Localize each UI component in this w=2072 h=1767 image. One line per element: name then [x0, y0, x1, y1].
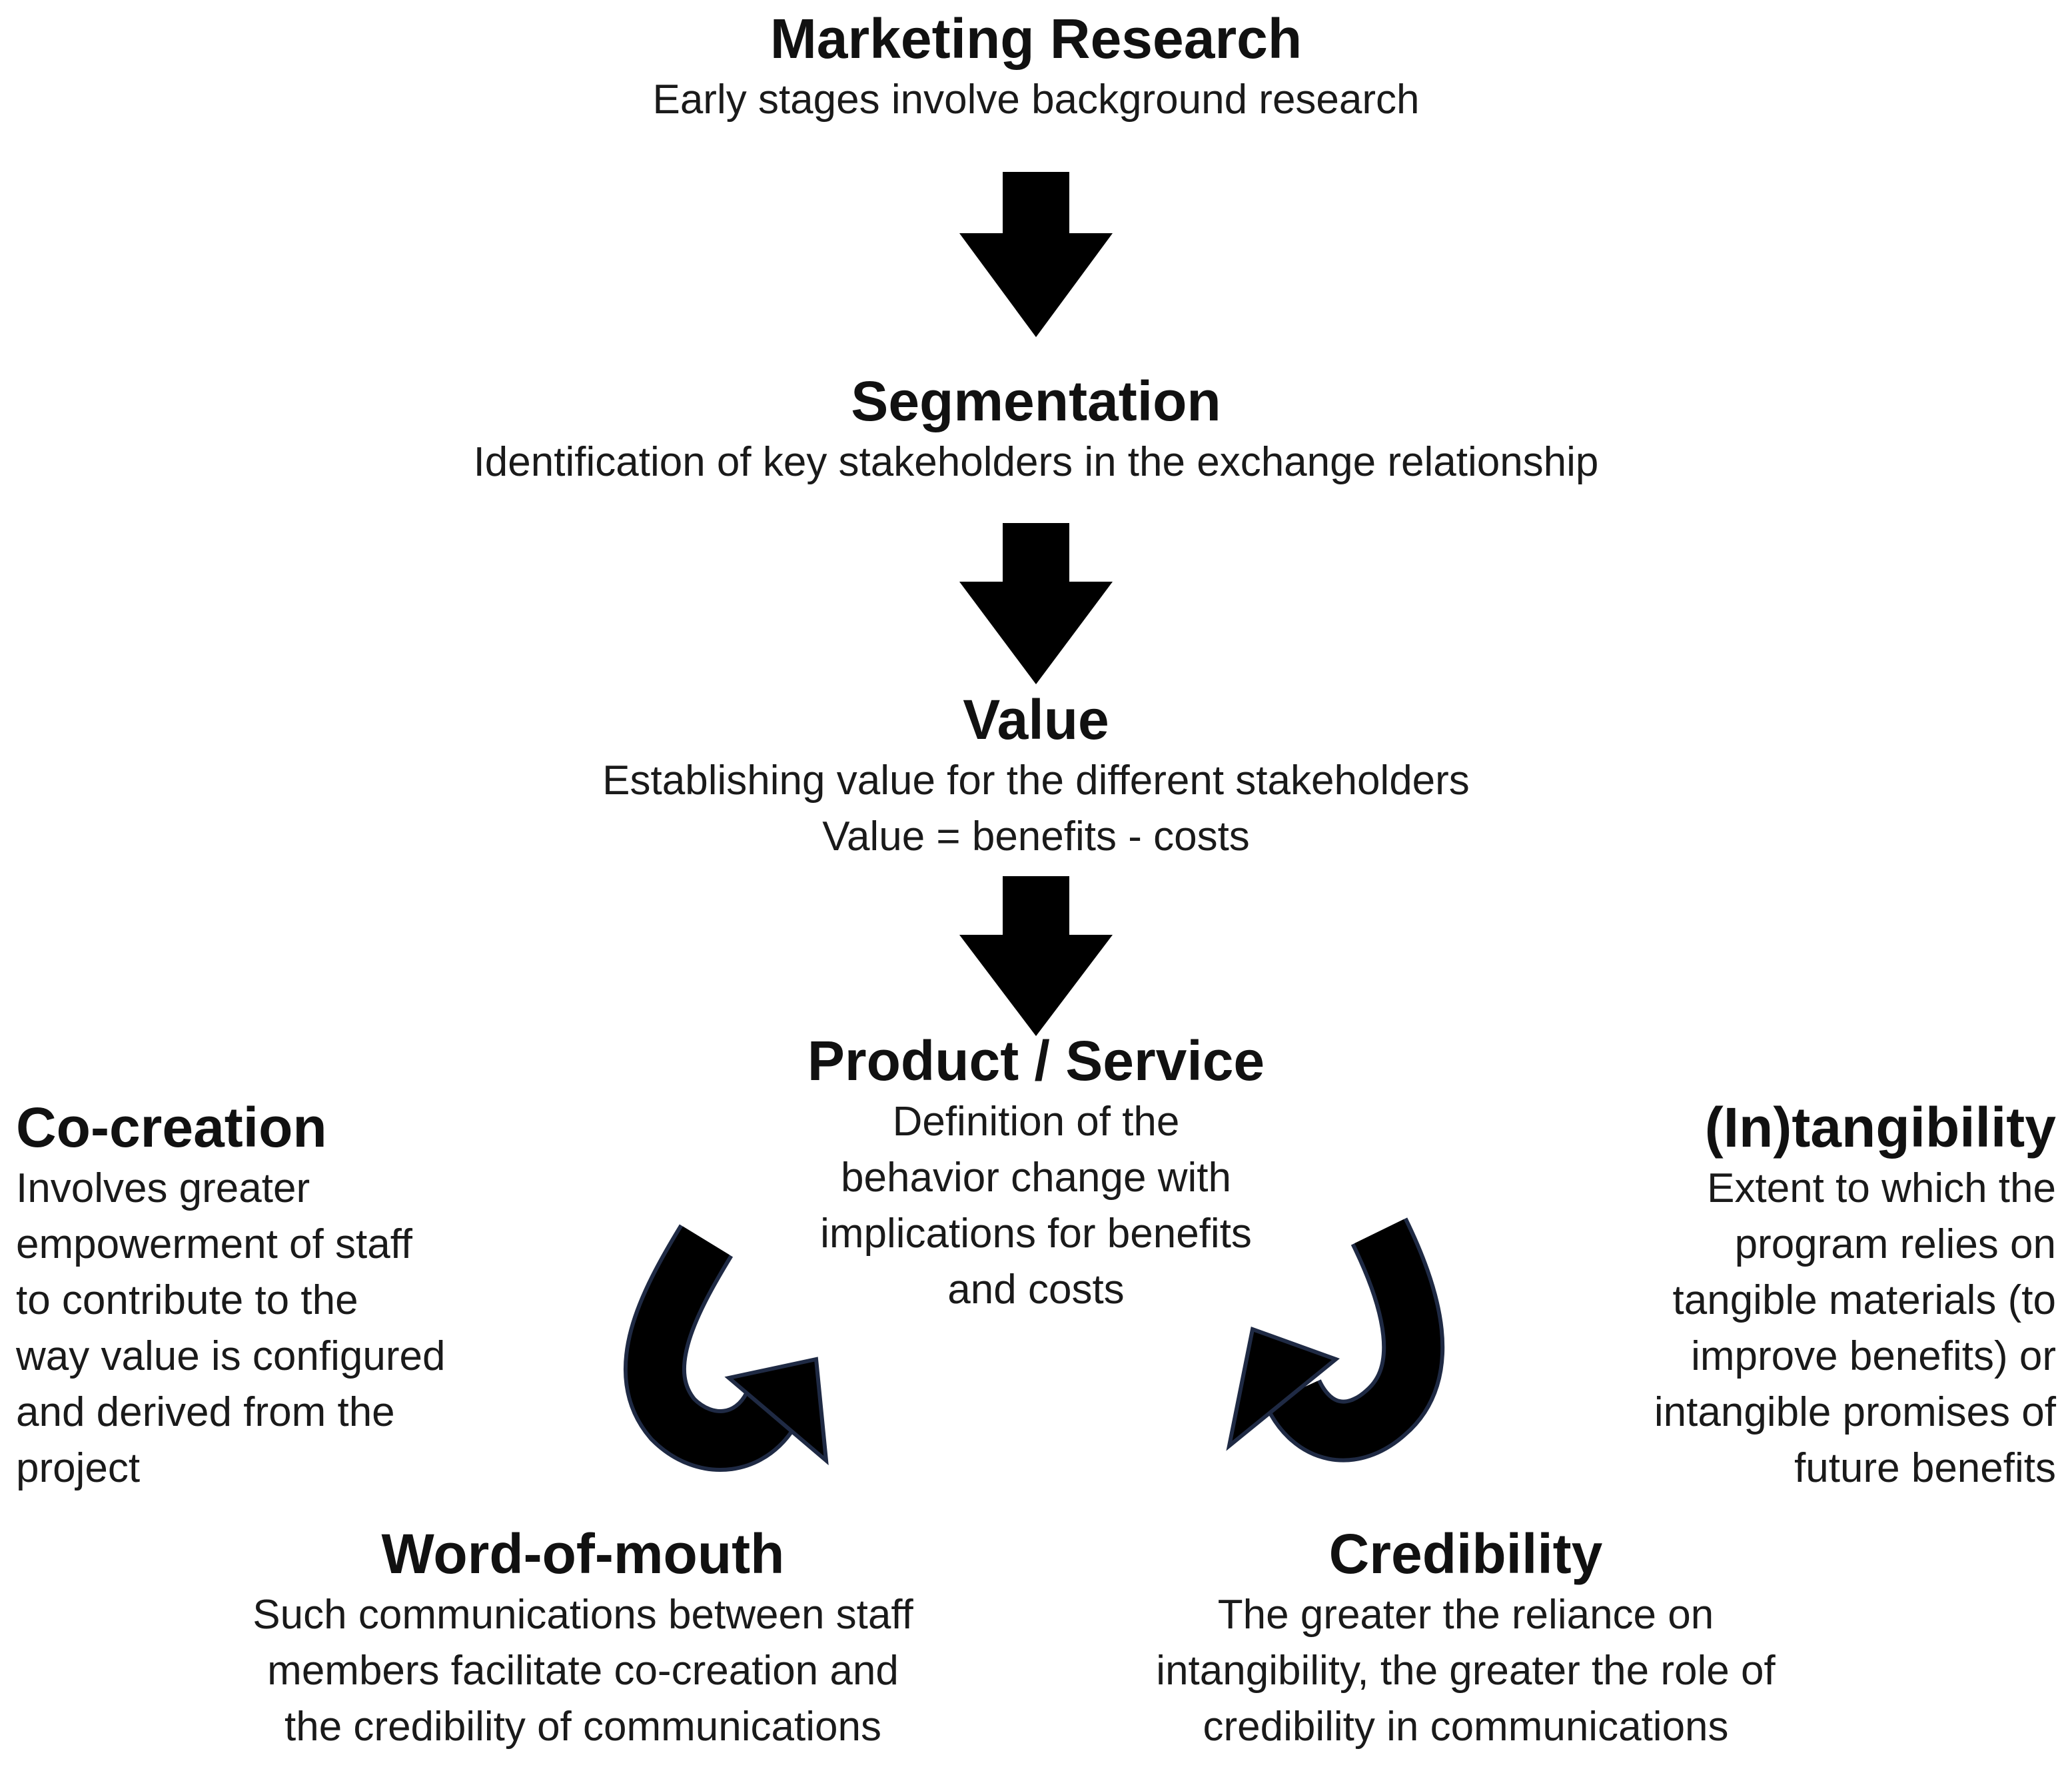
node-description-line-2: behavior change with: [841, 1155, 1231, 1201]
node-description-line-3: tangible materials (to: [1672, 1277, 2057, 1323]
node-title: Product / Service: [807, 1029, 1265, 1092]
node-description-line-1: Extent to which the: [1707, 1165, 2056, 1211]
node-description-line-4: improve benefits) or: [1691, 1333, 2056, 1379]
node-title: Marketing Research: [770, 7, 1302, 70]
node-description-line-3: credibility in communications: [1203, 1704, 1729, 1750]
node-co-creation: Co-creation Involves greater empowerment…: [16, 1094, 616, 1496]
node-description-line-1: Definition of the: [892, 1099, 1180, 1145]
node-description-line-3: the credibility of communications: [284, 1704, 881, 1750]
node-description-line-2: members facilitate co-creation and: [267, 1648, 899, 1694]
node-title: Value: [963, 688, 1109, 751]
node-intangibility: (In)tangibility Extent to which the prog…: [1456, 1094, 2056, 1496]
node-description-line-1: The greater the reliance on: [1217, 1592, 1714, 1638]
node-description: Early stages involve background research: [652, 77, 1420, 123]
node-description-line-2: program relies on: [1734, 1221, 2056, 1267]
node-description-line-6: future benefits: [1794, 1445, 2056, 1491]
node-description-line-5: and derived from the: [16, 1389, 395, 1435]
node-description-line-3: implications for benefits: [820, 1211, 1252, 1257]
node-description-line-4: and costs: [947, 1267, 1125, 1313]
node-description-line-6: project: [16, 1445, 141, 1491]
node-title: Credibility: [1328, 1522, 1603, 1585]
node-description-line-2: intangibility, the greater the role of: [1156, 1648, 1776, 1694]
node-description-line-1: Such communications between staff: [253, 1592, 913, 1638]
curved-arrow-left-icon: [623, 1224, 829, 1472]
node-marketing-research: Marketing Research Early stages involve …: [370, 5, 1702, 128]
node-value: Value Establishing value for the differe…: [370, 686, 1702, 865]
node-description-line-1: Establishing value for the different sta…: [602, 758, 1470, 804]
node-description-line-2: Value = benefits - costs: [822, 814, 1250, 860]
curved-arrow-right-icon: [1226, 1217, 1445, 1463]
node-segmentation: Segmentation Identification of key stake…: [370, 368, 1702, 490]
down-arrow-icon: [959, 523, 1113, 684]
node-word-of-mouth: Word-of-mouth Such communications betwee…: [183, 1520, 983, 1755]
node-product-service: Product / Service Definition of the beha…: [703, 1027, 1369, 1318]
down-arrow-icon: [959, 876, 1113, 1036]
node-credibility: Credibility The greater the reliance on …: [1066, 1520, 1865, 1755]
node-description-line-2: empowerment of staff: [16, 1221, 413, 1267]
node-description-line-3: to contribute to the: [16, 1277, 358, 1323]
node-description-line-4: way value is configured: [16, 1333, 446, 1379]
node-title: (In)tangibility: [1704, 1096, 2056, 1159]
node-description-line-1: Involves greater: [16, 1165, 310, 1211]
down-arrow-icon: [959, 172, 1113, 337]
node-title: Word-of-mouth: [381, 1522, 785, 1585]
node-description: Identification of key stakeholders in th…: [473, 439, 1599, 485]
node-title: Segmentation: [851, 370, 1221, 432]
node-description-line-5: intangible promises of: [1654, 1389, 2056, 1435]
node-title: Co-creation: [16, 1096, 327, 1159]
